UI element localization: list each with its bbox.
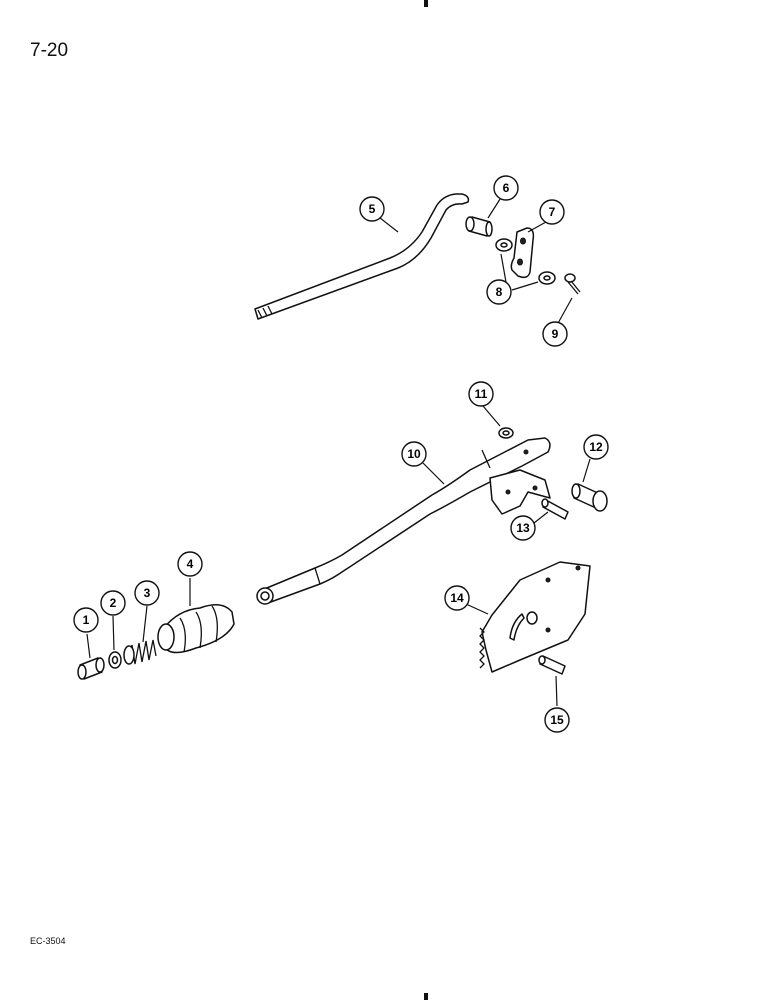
callout-label-3: 3 — [144, 586, 151, 600]
callout-label-11: 11 — [475, 387, 488, 401]
callout-label-4: 4 — [187, 557, 194, 571]
callout-label-1: 1 — [83, 613, 90, 627]
callout-label-9: 9 — [552, 327, 559, 341]
callout-label-8: 8 — [496, 285, 503, 299]
part-washer-upper — [498, 427, 514, 439]
callout-7: 7 — [539, 199, 565, 225]
callout-9: 9 — [542, 321, 568, 347]
part-plate — [510, 227, 535, 279]
part-cotter-pin — [564, 273, 581, 295]
callout-14: 14 — [444, 585, 470, 611]
callout-5: 5 — [359, 196, 385, 222]
part-pin — [465, 216, 493, 237]
part-lever — [256, 437, 551, 605]
callout-6: 6 — [493, 175, 519, 201]
callout-label-6: 6 — [503, 181, 510, 195]
callout-label-2: 2 — [110, 596, 117, 610]
callout-12: 12 — [583, 434, 609, 460]
part-pin-lower — [538, 655, 566, 675]
part-spring — [123, 639, 157, 665]
callout-label-14: 14 — [450, 591, 464, 605]
callout-13: 13 — [510, 515, 536, 541]
callout-label-12: 12 — [589, 440, 603, 454]
part-rod — [254, 193, 470, 320]
page-number: 7-20 — [30, 40, 69, 61]
part-washer-small — [108, 651, 122, 669]
bottom-crop-mark — [424, 993, 428, 1000]
callout-label-15: 15 — [550, 713, 564, 727]
part-toothed-plate — [479, 561, 591, 673]
callout-11: 11 — [468, 381, 494, 407]
part-clevis-pin — [571, 483, 608, 512]
callout-label-7: 7 — [549, 205, 556, 219]
callout-label-10: 10 — [407, 447, 421, 461]
callout-label-5: 5 — [369, 202, 376, 216]
callout-2: 2 — [100, 590, 126, 616]
leaders — [86, 195, 591, 707]
callout-8: 8 — [486, 279, 512, 305]
callout-10: 10 — [401, 441, 427, 467]
callout-1: 1 — [73, 607, 99, 633]
part-roll-pin — [541, 498, 569, 520]
callout-label-13: 13 — [516, 521, 530, 535]
callout-4: 4 — [177, 551, 203, 577]
callout-15: 15 — [544, 707, 570, 733]
figure-code: EC-3504 — [30, 936, 66, 946]
part-boot — [157, 604, 235, 654]
callout-3: 3 — [134, 580, 160, 606]
part-cap — [77, 657, 105, 680]
part-washers — [495, 238, 556, 285]
top-crop-mark — [424, 0, 428, 7]
